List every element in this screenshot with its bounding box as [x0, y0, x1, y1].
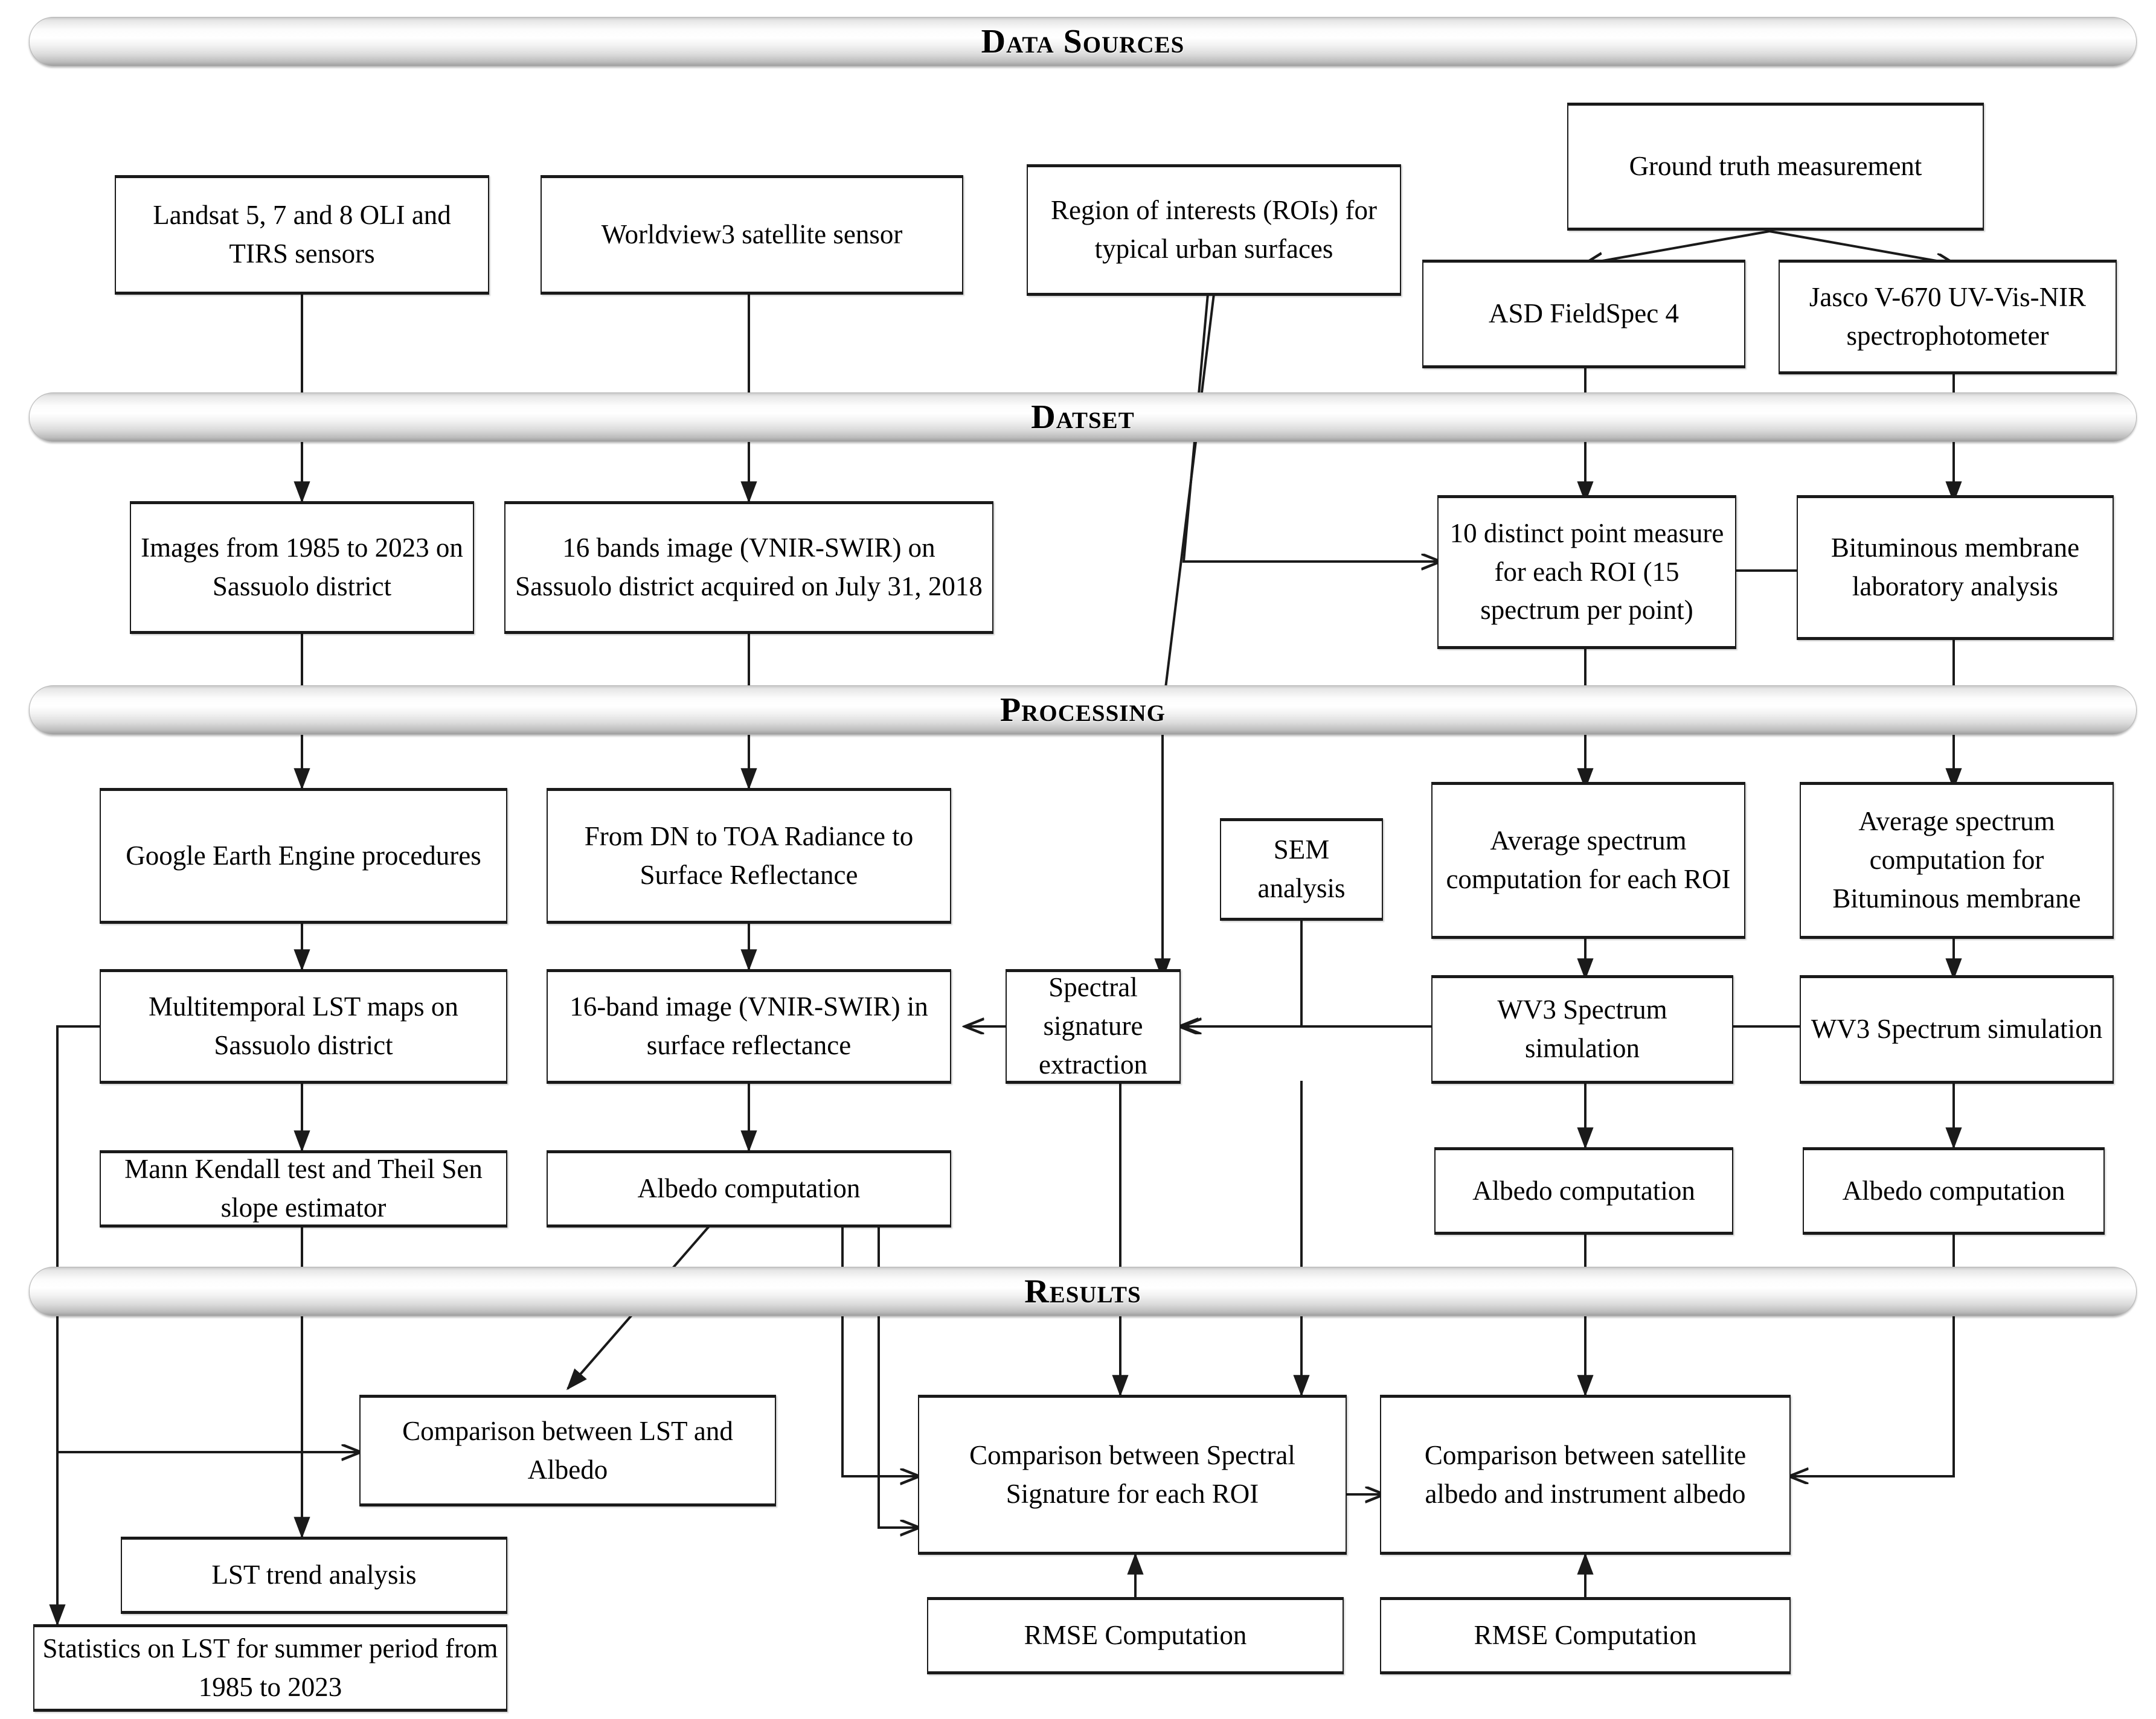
node-sixteen-band-sr[interactable]: 16-band image (VNIR-SWIR) in surface ref… — [547, 969, 951, 1084]
node-albedo-computation-main-label: Albedo computation — [637, 1173, 861, 1204]
banner-results: Results — [29, 1267, 2137, 1316]
node-lst-maps-label: Multitemporal LST maps on Sassuolo distr… — [149, 991, 458, 1060]
node-avg-spectrum-roi-label: Average spectrum computation for each RO… — [1446, 825, 1731, 894]
banner-dataset: Datset — [29, 392, 2137, 442]
node-jasco[interactable]: Jasco V-670 UV-Vis-NIR spectrophotometer — [1779, 260, 2117, 374]
node-ground-truth-label: Ground truth measurement — [1629, 151, 1922, 182]
node-landsat-label: Landsat 5, 7 and 8 OLI and TIRS sensors — [153, 200, 451, 269]
node-avg-spectrum-bitumen-label: Average spectrum computation for Bitumin… — [1832, 806, 2081, 914]
node-comparison-lst-albedo-label: Comparison between LST and Albedo — [402, 1415, 733, 1485]
banner-dataset-label: Datset — [1031, 399, 1135, 436]
node-worldview[interactable]: Worldview3 satellite sensor — [541, 175, 963, 295]
node-asd-fieldspec-label: ASD FieldSpec 4 — [1489, 298, 1679, 329]
node-comparison-spectral-label: Comparison between Spectral Signature fo… — [969, 1439, 1295, 1509]
node-albedo-computation-main[interactable]: Albedo computation — [547, 1150, 951, 1228]
node-avg-spectrum-roi[interactable]: Average spectrum computation for each RO… — [1431, 782, 1745, 939]
node-images-1985[interactable]: Images from 1985 to 2023 on Sassuolo dis… — [130, 501, 474, 634]
node-gee-label: Google Earth Engine procedures — [126, 840, 481, 871]
banner-results-label: Results — [1024, 1273, 1141, 1310]
node-wv3-sim-left-label: WV3 Spectrum simulation — [1497, 994, 1667, 1063]
node-mann-kendall-label: Mann Kendall test and Theil Sen slope es… — [124, 1154, 483, 1223]
node-albedo-computation-left-label: Albedo computation — [1472, 1175, 1695, 1206]
node-lst-statistics[interactable]: Statistics on LST for summer period from… — [33, 1624, 507, 1712]
node-bituminous-lab-label: Bituminous membrane laboratory analysis — [1830, 533, 2080, 601]
node-dn-toa-label: From DN to TOA Radiance to Surface Refle… — [584, 821, 914, 890]
banner-data-sources: Data Sources — [29, 17, 2137, 66]
node-comparison-albedo[interactable]: Comparison between satellite albedo and … — [1380, 1395, 1791, 1555]
node-comparison-spectral[interactable]: Comparison between Spectral Signature fo… — [918, 1395, 1347, 1555]
node-worldview-label: Worldview3 satellite sensor — [601, 219, 903, 250]
node-rmse-right[interactable]: RMSE Computation — [1380, 1597, 1791, 1674]
node-sixteen-bands-label: 16 bands image (VNIR-SWIR) on Sassuolo d… — [515, 533, 983, 601]
node-rmse-left[interactable]: RMSE Computation — [927, 1597, 1344, 1674]
node-jasco-label: Jasco V-670 UV-Vis-NIR spectrophotometer — [1809, 282, 2087, 351]
node-comparison-lst-albedo[interactable]: Comparison between LST and Albedo — [359, 1395, 776, 1506]
banner-processing-label: Processing — [1000, 691, 1166, 729]
node-ground-truth[interactable]: Ground truth measurement — [1567, 103, 1984, 231]
node-albedo-computation-right-label: Albedo computation — [1842, 1175, 2065, 1206]
node-landsat[interactable]: Landsat 5, 7 and 8 OLI and TIRS sensors — [115, 175, 489, 295]
node-sem-analysis-label: SEM analysis — [1257, 834, 1346, 903]
node-signature-extraction[interactable]: Spectral signature extraction — [1006, 969, 1181, 1084]
node-roi-label: Region of interests (ROIs) for typical u… — [1051, 195, 1377, 264]
node-asd-fieldspec[interactable]: ASD FieldSpec 4 — [1422, 260, 1745, 368]
node-sem-analysis[interactable]: SEM analysis — [1220, 818, 1383, 921]
node-rmse-right-label: RMSE Computation — [1474, 1620, 1697, 1651]
banner-data-sources-label: Data Sources — [981, 23, 1185, 60]
node-lst-trend[interactable]: LST trend analysis — [121, 1537, 507, 1614]
node-lst-statistics-label: Statistics on LST for summer period from… — [42, 1633, 498, 1702]
node-gee[interactable]: Google Earth Engine procedures — [100, 788, 507, 924]
node-albedo-computation-right[interactable]: Albedo computation — [1803, 1147, 2105, 1235]
node-sixteen-bands[interactable]: 16 bands image (VNIR-SWIR) on Sassuolo d… — [504, 501, 993, 634]
banner-processing: Processing — [29, 685, 2137, 735]
node-wv3-sim-right[interactable]: WV3 Spectrum simulation — [1800, 975, 2114, 1084]
node-sixteen-band-sr-label: 16-band image (VNIR-SWIR) in surface ref… — [569, 991, 928, 1060]
node-ten-points[interactable]: 10 distinct point measure for each ROI (… — [1437, 495, 1736, 649]
node-avg-spectrum-bitumen[interactable]: Average spectrum computation for Bitumin… — [1800, 782, 2114, 939]
node-wv3-sim-left[interactable]: WV3 Spectrum simulation — [1431, 975, 1733, 1084]
node-ten-points-label: 10 distinct point measure for each ROI (… — [1449, 517, 1724, 626]
node-rmse-left-label: RMSE Computation — [1024, 1620, 1247, 1651]
node-wv3-sim-right-label: WV3 Spectrum simulation — [1811, 1014, 2103, 1045]
node-mann-kendall[interactable]: Mann Kendall test and Theil Sen slope es… — [100, 1150, 507, 1228]
node-roi[interactable]: Region of interests (ROIs) for typical u… — [1027, 164, 1401, 296]
node-lst-trend-label: LST trend analysis — [211, 1560, 417, 1590]
node-bituminous-lab[interactable]: Bituminous membrane laboratory analysis — [1797, 495, 2114, 640]
node-lst-maps[interactable]: Multitemporal LST maps on Sassuolo distr… — [100, 969, 507, 1084]
node-signature-extraction-label: Spectral signature extraction — [1039, 972, 1147, 1080]
node-comparison-albedo-label: Comparison between satellite albedo and … — [1424, 1439, 1747, 1509]
node-dn-toa[interactable]: From DN to TOA Radiance to Surface Refle… — [547, 788, 951, 924]
node-images-1985-label: Images from 1985 to 2023 on Sassuolo dis… — [141, 533, 463, 601]
node-albedo-computation-left[interactable]: Albedo computation — [1434, 1147, 1733, 1235]
